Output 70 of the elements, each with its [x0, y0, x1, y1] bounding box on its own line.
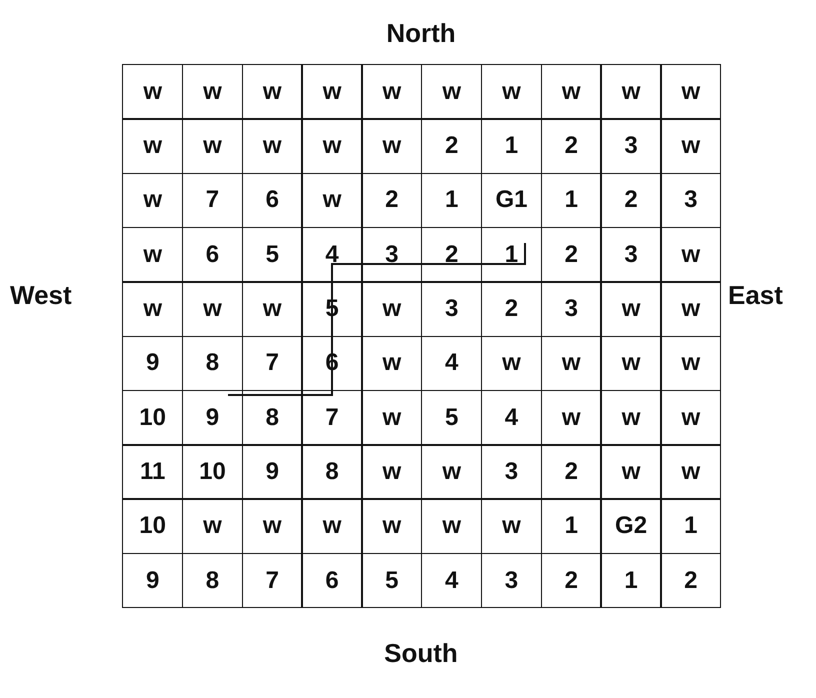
grid-cell: 2	[540, 552, 602, 608]
grid-cell: 5	[361, 552, 422, 608]
grid-cell: w	[361, 390, 422, 446]
grid-cell: 4	[301, 226, 363, 283]
grid-cell: w	[182, 64, 244, 120]
grid-cell: 1	[540, 498, 602, 554]
grid-cell: w	[600, 281, 662, 337]
grid-cell: 3	[600, 118, 662, 174]
grid-cell: w	[301, 172, 363, 228]
grid-cell: 1	[660, 498, 722, 554]
grid-cell: w	[361, 498, 422, 554]
grid-cell: 3	[600, 226, 662, 283]
grid-cell: w	[361, 118, 422, 174]
grid-cell: w	[660, 444, 722, 500]
grid-cell: w	[361, 64, 422, 120]
grid-cell: 3	[540, 281, 602, 337]
grid-cell: 3	[660, 172, 722, 228]
grid-cell: 2	[540, 444, 602, 500]
grid-cell: 2	[540, 226, 602, 283]
grid-cell: 2	[540, 118, 602, 174]
grid-cell: w	[600, 444, 662, 500]
grid-cell: 7	[301, 390, 363, 446]
grid-cell: 8	[242, 390, 303, 446]
grid-cell: 3	[361, 226, 422, 283]
grid-cell: w	[361, 444, 422, 500]
grid-cell: w	[242, 64, 303, 120]
grid-cell: w	[600, 64, 662, 120]
grid-cell: w	[660, 281, 722, 337]
grid-cell: 5	[242, 226, 303, 283]
grid-cell: w	[242, 498, 303, 554]
grid-cell: 2	[660, 552, 722, 608]
grid-cell: w	[301, 64, 363, 120]
grid-cell: w	[301, 118, 363, 174]
grid-cell: 11	[122, 444, 184, 500]
grid-cell: 8	[301, 444, 363, 500]
grid-cell: w	[421, 64, 482, 120]
grid-cell: 2	[600, 172, 662, 228]
grid-cell: 9	[122, 552, 184, 608]
grid-cell: w	[122, 281, 184, 337]
grid-cell: w	[660, 64, 722, 120]
grid-cell: 1	[600, 552, 662, 608]
grid-cell: w	[361, 281, 422, 337]
direction-label: East	[728, 280, 783, 311]
grid-cell: w	[301, 498, 363, 554]
grid-cell: w	[242, 118, 303, 174]
grid-cell: w	[540, 64, 602, 120]
grid-cell: w	[421, 444, 482, 500]
grid-cell: w	[660, 226, 722, 283]
grid-cell: 10	[122, 498, 184, 554]
grid-cell: w	[660, 336, 722, 392]
grid-cell: 10	[122, 390, 184, 446]
grid-cell: 10	[182, 444, 244, 500]
grid-cell: G2	[600, 498, 662, 554]
grid-cell: w	[600, 336, 662, 392]
grid-cell: w	[122, 226, 184, 283]
grid-cell: w	[660, 118, 722, 174]
grid-cell: w	[540, 390, 602, 446]
grid-cell: w	[122, 64, 184, 120]
grid-cell: 9	[242, 444, 303, 500]
grid-cell: w	[660, 390, 722, 446]
direction-label: North	[386, 18, 456, 49]
direction-label: South	[384, 638, 458, 669]
grid-cell: 6	[301, 552, 363, 608]
grid-cell: w	[600, 390, 662, 446]
grid-cell: w	[242, 281, 303, 337]
direction-label: West	[10, 280, 72, 311]
grid-cell: w	[480, 64, 542, 120]
grid-cell: 3	[480, 444, 542, 500]
grid-cell: w	[122, 118, 184, 174]
grid-cell: 7	[242, 552, 303, 608]
